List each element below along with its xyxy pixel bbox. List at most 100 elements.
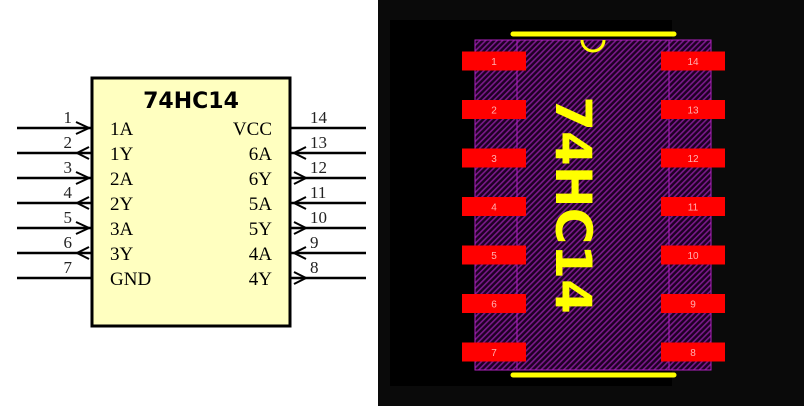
pin-1[interactable]: 1 1A [17,108,134,140]
silkscreen-part-name: 74HC14 [544,96,602,314]
pad-1[interactable]: 1 [462,51,526,71]
pin-label: 3A [110,219,134,240]
pin-9[interactable]: 9 4A [249,233,366,265]
output-arrow-icon [293,221,309,235]
output-arrow-icon [74,146,90,160]
pin-label: VCC [233,119,272,140]
pin-12[interactable]: 12 6Y [249,158,366,190]
pin-10[interactable]: 10 5Y [249,208,366,240]
pin-number: 9 [310,233,319,252]
pad-copper [661,100,725,119]
pin-2[interactable]: 21Y [17,133,134,165]
pin-number: 13 [310,133,327,152]
pin-4[interactable]: 4 2Y [17,183,134,215]
pin-number: 1 [64,108,73,127]
pad-copper [462,148,526,168]
pad-number: 7 [491,348,497,359]
pin-number: 8 [310,258,319,277]
pad-number: 1 [491,57,497,68]
pin-label: 1Y [110,144,134,165]
pin-label: 5A [249,194,273,215]
pad-number: 13 [687,106,699,117]
pin-number: 5 [64,208,73,227]
pin1-notch-icon [580,39,606,53]
pin-label: 3Y [110,244,134,265]
pin-number: 11 [310,183,326,202]
pad-number: 2 [491,106,497,117]
pad-number: 9 [690,300,696,311]
pad-copper [661,148,725,168]
pad-number: 4 [491,203,497,214]
pad-7[interactable]: 7 [462,342,526,362]
pad-copper [462,342,526,362]
output-arrow-icon [293,171,309,185]
pin-label: 5Y [249,219,273,240]
pin-number: 6 [64,233,73,252]
pad-9[interactable]: 9 [661,294,725,313]
input-arrow-icon [75,121,92,135]
output-arrow-icon [74,196,90,210]
ic-body[interactable] [90,76,292,328]
output-arrow-icon [293,271,309,285]
pad-number: 14 [687,57,699,68]
pad-copper [661,197,725,216]
pin-number: 4 [64,183,73,202]
pad-11[interactable]: 11 [661,197,725,216]
pad-4[interactable]: 4 [462,197,526,216]
pad-copper [661,342,725,362]
pad-number: 10 [687,251,699,262]
pad-copper [462,294,526,313]
pad-number: 5 [491,251,497,262]
input-arrow-icon [75,171,92,185]
pad-14[interactable]: 14 [661,51,725,71]
pad-copper [462,100,526,119]
pin-number: 12 [310,158,327,177]
pad-copper [462,245,526,265]
pad-5[interactable]: 5 [462,245,526,265]
pin-label: 2Y [110,194,134,215]
pad-6[interactable]: 6 [462,294,526,313]
pin-5[interactable]: 5 3A [17,208,134,240]
pin-label: 2A [110,169,134,190]
pin-number: 3 [64,158,73,177]
output-arrow-icon [74,246,90,260]
pin-label: GND [110,269,151,290]
pin-11[interactable]: 11 5A [249,183,366,215]
pad-10[interactable]: 10 [661,245,725,265]
pad-copper [661,245,725,265]
pin-8[interactable]: 84Y [249,258,366,290]
input-arrow-icon [291,246,307,260]
pad-number: 6 [491,300,497,311]
pad-copper [661,294,725,313]
pad-3[interactable]: 3 [462,148,526,168]
part-name-label: 74HC14 [143,89,239,114]
pin-label: 4A [249,244,273,265]
pad-2[interactable]: 2 [462,100,526,119]
pin-3[interactable]: 3 2A [17,158,134,190]
pin-label: 6Y [249,169,273,190]
pin-number: 14 [310,108,328,127]
pad-copper [462,51,526,71]
pin-6[interactable]: 6 3Y [17,233,134,265]
pad-copper [661,51,725,71]
pin-label: 1A [110,119,134,140]
input-arrow-icon [291,196,307,210]
pin-number: 10 [310,208,327,227]
pin-number: 7 [64,258,73,277]
pad-8[interactable]: 8 [661,342,725,362]
pad-number: 8 [690,348,696,359]
pad-13[interactable]: 13 [661,100,725,119]
pad-number: 3 [491,154,497,165]
pad-12[interactable]: 12 [661,148,725,168]
input-arrow-icon [75,221,92,235]
